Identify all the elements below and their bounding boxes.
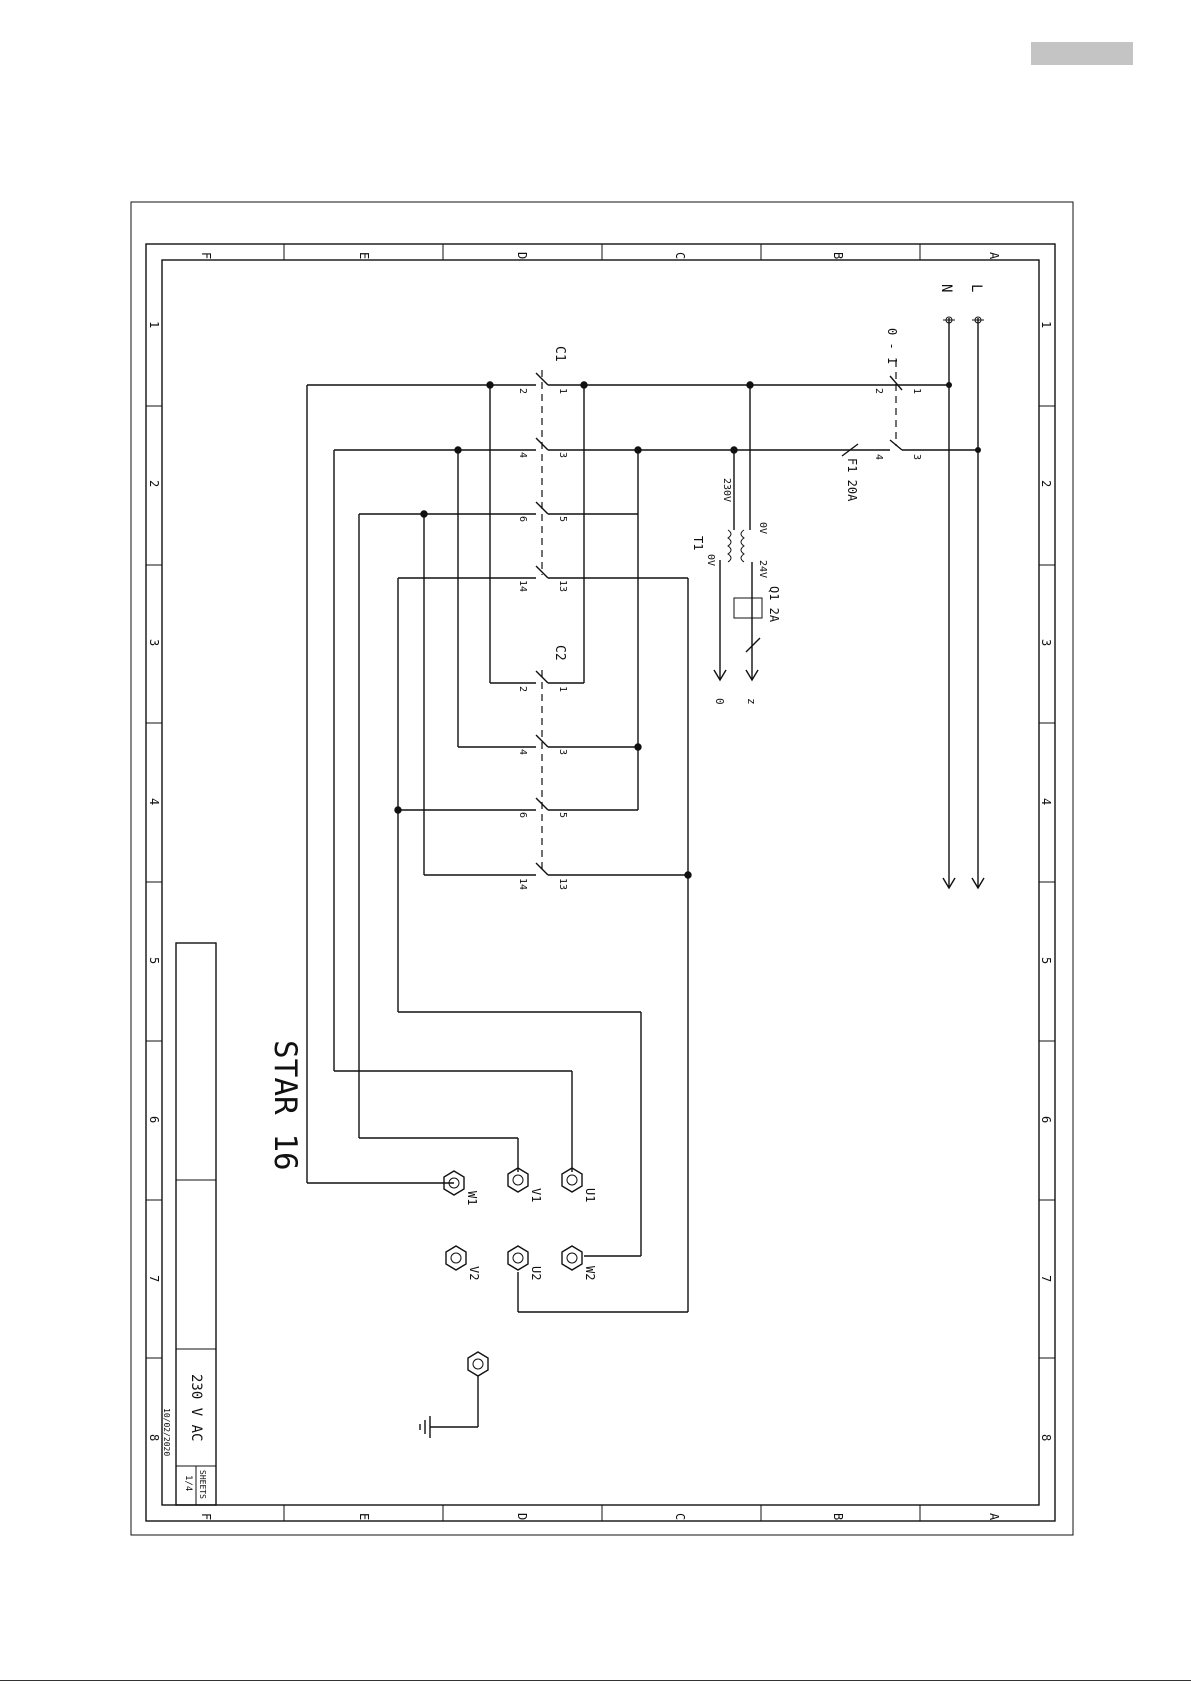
row-letter-top-b: B — [831, 252, 845, 259]
col-num-right-7: 7 — [1039, 1275, 1053, 1282]
svg-text:1: 1 — [557, 388, 568, 394]
main-switch: 0 - 1 1 2 3 4 — [750, 328, 981, 460]
svg-text:13: 13 — [557, 580, 568, 592]
svg-text:4: 4 — [517, 749, 528, 755]
row-letter-bottom-e: E — [357, 1513, 371, 1520]
svg-text:W1: W1 — [465, 1191, 479, 1205]
col-num-right-8: 8 — [1039, 1434, 1053, 1441]
svg-text:W2: W2 — [583, 1266, 597, 1280]
sheets-label: SHEETS — [198, 1470, 207, 1499]
row-letter-bottom-f: F — [199, 1513, 213, 1520]
svg-text:1: 1 — [911, 388, 922, 394]
col-num-left-3: 3 — [147, 639, 161, 646]
bus-wiring — [584, 382, 753, 530]
row-letter-bottom-a: A — [987, 1513, 1001, 1521]
svg-text:6: 6 — [517, 516, 528, 522]
date-label: 10/02/2020 — [162, 1408, 171, 1456]
terminal-u2: U2 — [508, 1246, 543, 1280]
col-num-left-8: 8 — [147, 1434, 161, 1441]
col-num-right-4: 4 — [1039, 798, 1053, 805]
svg-text:14: 14 — [517, 580, 528, 592]
row-letter-top-d: D — [515, 252, 529, 259]
col-num-left-2: 2 — [147, 480, 161, 487]
svg-text:3: 3 — [557, 749, 568, 755]
out-z-label: z — [745, 698, 758, 705]
contactor-c1: C1 1 2 3 4 5 6 13 14 — [517, 346, 568, 592]
drawing-title: STAR 16 — [267, 1040, 303, 1171]
earth-terminal — [420, 1352, 488, 1438]
motor-terminals: U1 V1 W1 W2 U2 V2 — [444, 1168, 597, 1280]
row-letter-top-c: C — [673, 252, 687, 259]
outer-frame — [131, 202, 1073, 1535]
svg-text:4: 4 — [873, 454, 884, 460]
terminal-v2: V2 — [446, 1246, 481, 1280]
row-letter-top-f: F — [199, 252, 213, 259]
breaker-label: Q1 2A — [767, 586, 781, 623]
col-num-left-5: 5 — [147, 957, 161, 964]
svg-text:5: 5 — [557, 812, 568, 818]
sheets-value: 1/4 — [183, 1475, 193, 1491]
col-num-right-1: 1 — [1039, 321, 1053, 328]
row-letter-top-e: E — [357, 252, 371, 259]
svg-text:V1: V1 — [529, 1188, 543, 1202]
contactor-c2: C2 1 2 3 4 5 6 13 14 — [517, 645, 568, 890]
col-num-left-6: 6 — [147, 1116, 161, 1123]
row-letter-bottom-c: C — [673, 1513, 687, 1520]
svg-text:3: 3 — [911, 454, 922, 460]
svg-text:3: 3 — [557, 452, 568, 458]
col-num-right-2: 2 — [1039, 480, 1053, 487]
voltage-label: 230 V AC — [188, 1374, 204, 1441]
neutral-label: N — [938, 284, 954, 292]
svg-text:2: 2 — [873, 388, 884, 394]
svg-text:0V: 0V — [705, 554, 716, 566]
svg-text:U2: U2 — [529, 1266, 543, 1280]
out-0-label: 0 — [713, 698, 726, 705]
supply-lines: L N — [938, 284, 984, 888]
col-num-left-1: 1 — [147, 321, 161, 328]
col-num-left-4: 4 — [147, 798, 161, 805]
svg-text:2: 2 — [517, 686, 528, 692]
terminal-w2: W2 — [562, 1246, 597, 1280]
svg-text:14: 14 — [517, 878, 528, 890]
c1-label: C1 — [552, 346, 567, 362]
transformer-label: T1 — [691, 536, 705, 550]
col-num-right-3: 3 — [1039, 639, 1053, 646]
terminal-v1: V1 — [508, 1168, 543, 1202]
border-inner — [162, 260, 1039, 1505]
transformer-t1: 230V 0V T1 0V 24V 0 Q1 2A z — [691, 478, 781, 705]
terminal-u1: U1 — [562, 1168, 597, 1202]
row-letter-bottom-b: B — [831, 1513, 845, 1520]
svg-text:6: 6 — [517, 812, 528, 818]
ground-icon — [420, 1416, 430, 1438]
number-dividers — [146, 406, 1055, 1358]
page-footer-rule — [0, 1680, 1191, 1681]
svg-text:1: 1 — [557, 686, 568, 692]
col-num-right-5: 5 — [1039, 957, 1053, 964]
svg-text:V2: V2 — [467, 1266, 481, 1280]
svg-text:13: 13 — [557, 878, 568, 890]
svg-text:2: 2 — [517, 388, 528, 394]
row-letter-bottom-d: D — [515, 1513, 529, 1520]
svg-text:230V: 230V — [721, 478, 732, 502]
svg-text:4: 4 — [517, 452, 528, 458]
svg-text:U1: U1 — [583, 1188, 597, 1202]
c2-label: C2 — [552, 645, 567, 661]
col-num-right-6: 6 — [1039, 1116, 1053, 1123]
fuse-label: F1 20A — [845, 458, 859, 502]
contactor-wiring — [307, 382, 691, 1312]
line-label: L — [968, 284, 984, 292]
svg-text:24V: 24V — [757, 560, 768, 578]
main-switch-label: 0 - 1 — [885, 328, 899, 364]
border-outer — [146, 244, 1055, 1521]
fuse-f1: F1 20A — [734, 444, 890, 502]
terminal-w1: W1 — [444, 1171, 479, 1205]
svg-text:5: 5 — [557, 516, 568, 522]
row-letter-top-a: A — [987, 252, 1001, 260]
letter-dividers — [284, 244, 920, 1521]
svg-text:0V: 0V — [757, 522, 768, 534]
col-num-left-7: 7 — [147, 1275, 161, 1282]
title-block: STAR 16 230 V AC 10/02/2020 SHEETS 1/4 — [162, 943, 303, 1505]
